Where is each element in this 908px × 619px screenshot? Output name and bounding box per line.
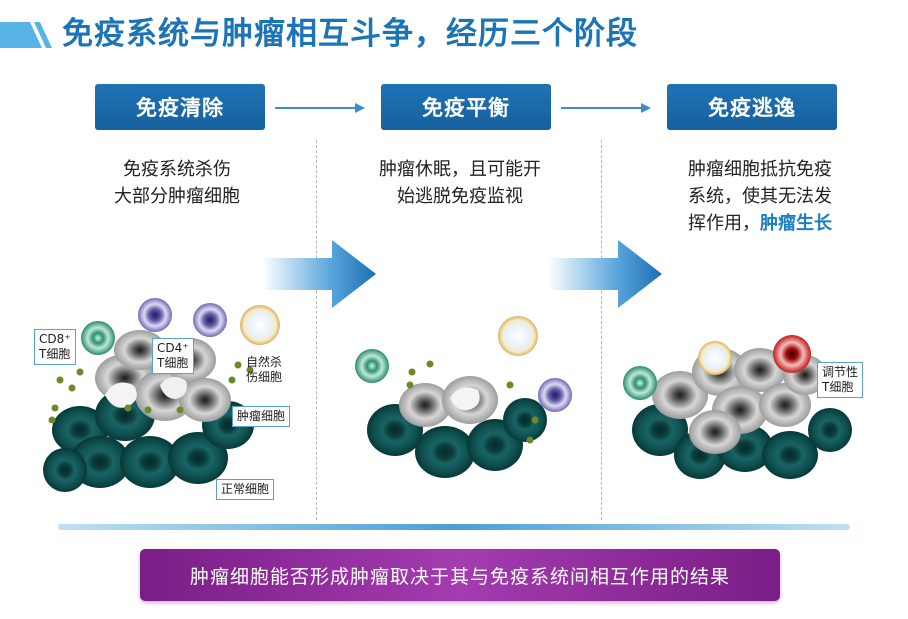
page-title: 免疫系统与肿瘤相互斗争，经历三个阶段 [62,16,638,52]
label-normal: 正常细胞 [216,479,275,500]
label-tumor: 肿瘤细胞 [232,406,291,427]
cd4-t-cell [193,303,227,337]
big-gradient-arrow-icon [548,240,662,308]
conclusion-banner: 肿瘤细胞能否形成肿瘤取决于其与免疫系统间相互作用的结果 [140,549,780,601]
stage-desc-escape: 肿瘤细胞抵抗免疫 系统，使其无法发 挥作用，肿瘤生长 [660,156,860,237]
stage-divider [601,140,602,520]
label-line: T细胞 [822,380,854,394]
highlight-text: 肿瘤生长 [760,213,832,234]
cd8-t-cell [623,366,657,400]
desc-line: 肿瘤细胞抵抗免疫 [688,159,832,180]
desc-line: 免疫系统杀伤 [123,159,231,180]
stage-box-equilibrium: 免疫平衡 [381,84,551,130]
label-line: 自然杀 [246,355,283,369]
label-line: T细胞 [157,356,189,370]
nk-cell [698,341,732,375]
label-line: 伤细胞 [246,370,283,384]
label-line: CD4⁺ [157,341,189,355]
label-treg: 调节性 T细胞 [817,362,864,398]
stage-box-escape: 免疫逃逸 [667,84,837,130]
granules [48,361,254,424]
stage-box-clearance: 免疫清除 [95,84,265,130]
desc-line: 系统，使其无法发 [688,186,832,207]
desc-line: 肿瘤休眠，且可能开 [379,159,541,180]
cd4-t-cell [138,298,172,332]
granules [406,360,539,444]
separator-bar [58,524,850,530]
stage-divider [316,140,317,520]
right-arrow-icon [275,103,365,113]
label-line: 调节性 [822,365,859,379]
desc-line: 始逃脱免疫监视 [397,186,523,207]
stage-desc-clearance: 免疫系统杀伤 大部分肿瘤细胞 [92,156,262,210]
treg-cell [773,335,811,373]
tumor-cells-stage2 [399,376,498,427]
label-line: CD8⁺ [39,332,71,346]
nk-cell [498,316,538,356]
desc-line-text: 挥作用， [688,213,760,234]
label-cd8: CD8⁺ T细胞 [34,329,76,365]
desc-line: 挥作用，肿瘤生长 [660,210,860,237]
label-line: T细胞 [39,347,71,361]
stage-desc-equilibrium: 肿瘤休眠，且可能开 始逃脱免疫监视 [350,156,570,210]
desc-line: 大部分肿瘤细胞 [114,186,240,207]
cd8-t-cell [355,349,389,383]
label-nk: 自然杀 伤细胞 [246,355,282,385]
label-cd4: CD4⁺ T细胞 [152,338,194,374]
cd4-t-cell [538,378,572,412]
cd8-t-cell [81,321,115,355]
right-arrow-icon [561,103,651,113]
title-stripes-icon [0,22,52,48]
big-gradient-arrow-icon [262,240,376,308]
nk-cell [240,305,280,345]
